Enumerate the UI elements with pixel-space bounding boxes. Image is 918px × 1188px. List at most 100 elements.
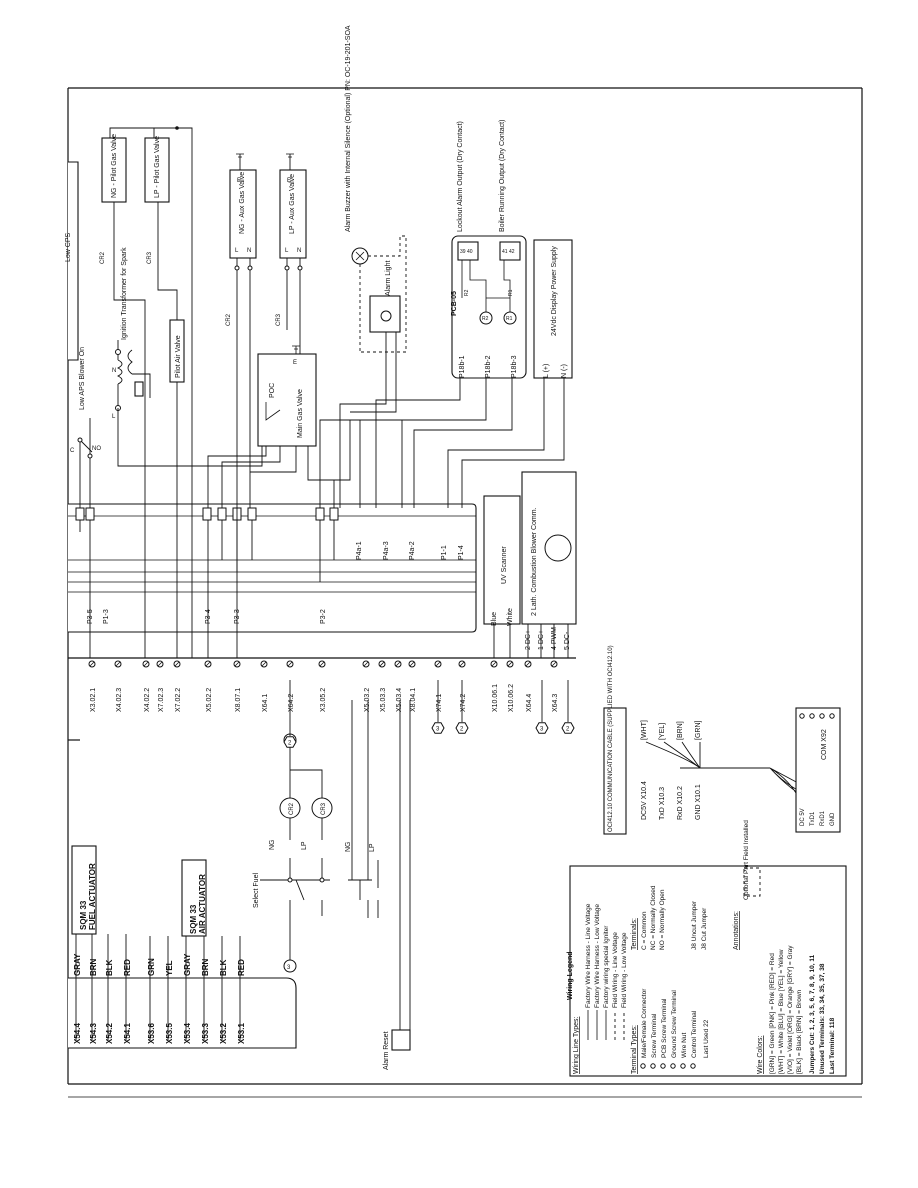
svg-text:P4a-2: P4a-2 bbox=[409, 541, 416, 560]
air-wire-color: RED bbox=[237, 959, 246, 976]
com-x92-label: COM X92 bbox=[821, 729, 828, 760]
svg-text:E: E bbox=[287, 178, 291, 184]
fuel-wire-term: X54.2 bbox=[105, 1023, 114, 1044]
pcb-pin-2: P18b-2 bbox=[485, 355, 492, 378]
svg-text:R2: R2 bbox=[464, 289, 470, 296]
air-wire-term: X53.6 bbox=[147, 1023, 156, 1044]
legend-jumper-item: J8 Cut Jumper bbox=[701, 907, 708, 950]
svg-text:L: L bbox=[235, 248, 239, 254]
wiring-legend bbox=[569, 865, 847, 1077]
com-x92 bbox=[795, 707, 841, 833]
fuel-wire-color: BLK bbox=[105, 959, 114, 976]
terminal-label: X5.03.2 bbox=[364, 688, 371, 712]
terminal-label: X8.07.1 bbox=[235, 688, 242, 712]
terminal-label: X4.02.2 bbox=[144, 688, 151, 712]
air-wire-term: X53.1 bbox=[237, 1023, 246, 1044]
blower-pin-2: 1 DC+ bbox=[538, 630, 545, 650]
com-pin-label: GND bbox=[830, 812, 836, 826]
terminal-label: X64.1 bbox=[262, 694, 269, 712]
alarm-light-label: Alarm Light bbox=[385, 261, 392, 296]
air-wire-term: X53.3 bbox=[201, 1023, 210, 1044]
svg-text:P4a-1: P4a-1 bbox=[356, 541, 363, 560]
svg-text:CR3: CR3 bbox=[147, 251, 153, 264]
boiler-running-label: Boiler Running Output (Dry Contact) bbox=[499, 120, 506, 232]
comm-wire-color: [YEL] bbox=[659, 723, 666, 740]
com-pin-label: RxD1 bbox=[820, 810, 826, 826]
legend-unused: Unused Terminals: 33, 34, 35, 37, 38 bbox=[819, 963, 826, 1074]
legend-last-used: Last Used 22 bbox=[703, 1019, 710, 1058]
svg-text:LP: LP bbox=[369, 843, 376, 852]
svg-text:P1-4: P1-4 bbox=[458, 545, 465, 560]
air-wire-color: BRN bbox=[201, 958, 210, 976]
svg-text:39 40: 39 40 bbox=[460, 249, 473, 255]
terminal-label: X74.2 bbox=[460, 694, 467, 712]
air-wire-color: GRAY bbox=[183, 953, 192, 976]
svg-text:P3-2: P3-2 bbox=[320, 609, 327, 624]
control-terminal-hex bbox=[561, 722, 575, 734]
legend-color-item: [VIO] = Violet [ORG] = Orange [GRY] = Gr… bbox=[787, 945, 794, 1074]
svg-text:E: E bbox=[237, 178, 241, 184]
pcb-05 bbox=[451, 235, 527, 379]
legend-line-item: Factory Wire Harness - Low Voltage bbox=[594, 904, 601, 1008]
legend-optional-part: Optional Part Field Installed bbox=[743, 820, 750, 900]
lp-aux-label: LP - Aux Gas Valve bbox=[289, 174, 296, 234]
air-wire-term: X53.4 bbox=[183, 1023, 192, 1044]
comm-pin-label: RxD X10.2 bbox=[677, 786, 684, 820]
legend-color-item: [BLK] = Black [BRN] = Brown bbox=[796, 989, 803, 1074]
fuel-actuator bbox=[71, 845, 97, 935]
fuel-wire-term: X54.4 bbox=[73, 1023, 82, 1044]
svg-text:P3-3: P3-3 bbox=[234, 609, 241, 624]
svg-text:P1-1: P1-1 bbox=[441, 545, 448, 560]
fuel-wire-term: X54.3 bbox=[89, 1023, 98, 1044]
control-board bbox=[68, 503, 477, 633]
psu-label: 24Vdc Display Power Supply bbox=[551, 246, 558, 336]
air-wire-color: YEL bbox=[165, 960, 174, 976]
svg-text:P3-4: P3-4 bbox=[205, 609, 212, 624]
legend-terminal-types-head: Terminal Types: bbox=[631, 1025, 638, 1074]
legend-contact-item: NO = Normally Open bbox=[659, 889, 666, 950]
legend-terminal-item: Screw Terminal bbox=[651, 1013, 658, 1058]
legend-line-types-head: Wiring Line Types: bbox=[573, 1016, 580, 1074]
terminal-label: X74.1 bbox=[436, 694, 443, 712]
poc-label: POC bbox=[269, 383, 276, 398]
terminal-label: X10.06.2 bbox=[508, 684, 515, 712]
pcb-label: PCB-05 bbox=[451, 291, 458, 316]
fuel-actuator-title: SQM 33 bbox=[79, 900, 88, 930]
comm-cable-pins: DC5V X10.4[WHT]TxD X10.3[YEL]RxD X10.2[B… bbox=[641, 720, 702, 820]
svg-text:R1: R1 bbox=[508, 289, 514, 296]
legend-line-item: Field Wiring - Line Voltage bbox=[612, 932, 619, 1008]
ng-aux-valve bbox=[229, 169, 257, 259]
svg-text:P4a-3: P4a-3 bbox=[383, 541, 390, 560]
blower-pin-3: 4 PWM bbox=[551, 627, 558, 650]
air-actuator-sub: AIR ACTUATOR bbox=[198, 874, 207, 934]
psu-pin-l: L (+) bbox=[543, 364, 550, 378]
legend-content: Wiring Line Types: Wiring Legend Factory W… bbox=[567, 820, 836, 1074]
svg-text:E: E bbox=[293, 360, 297, 366]
svg-text:41 42: 41 42 bbox=[502, 249, 515, 255]
blower-fan-icon bbox=[544, 534, 572, 562]
svg-text:R2: R2 bbox=[482, 316, 489, 322]
air-actuator-title: SQM 33 bbox=[189, 904, 198, 934]
legend-title: Wiring Legend bbox=[567, 951, 574, 1000]
legend-terminal-item: Ground Screw Terminal bbox=[671, 990, 678, 1058]
blower-pin-1: 2 DC+ bbox=[525, 630, 532, 650]
legend-contact-item: NC = Normally Closed bbox=[650, 885, 657, 950]
control-terminal-number: 3 bbox=[436, 727, 440, 733]
cr2-label: CR2 bbox=[289, 802, 295, 815]
control-terminal-number: 3 bbox=[540, 727, 544, 733]
uv-label: UV Scanner bbox=[501, 546, 508, 584]
svg-text:R1: R1 bbox=[506, 316, 513, 322]
legend-color-item: [WHT] = White [BLU] = Blue [YEL] = Yello… bbox=[778, 949, 785, 1074]
comm-pin-label: TxD X10.3 bbox=[659, 787, 666, 820]
legend-contact-item: C = Common bbox=[641, 911, 648, 950]
terminal-label: X5.03.4 bbox=[396, 688, 403, 712]
svg-text:L: L bbox=[285, 248, 289, 254]
air-wire-color: GRN bbox=[147, 958, 156, 976]
svg-text:N: N bbox=[247, 248, 251, 254]
cr3-label: CR3 bbox=[321, 802, 327, 815]
legend-terminal-item: Male/Female Connector bbox=[641, 988, 648, 1058]
uv-pin-blue: Blue bbox=[491, 612, 498, 626]
